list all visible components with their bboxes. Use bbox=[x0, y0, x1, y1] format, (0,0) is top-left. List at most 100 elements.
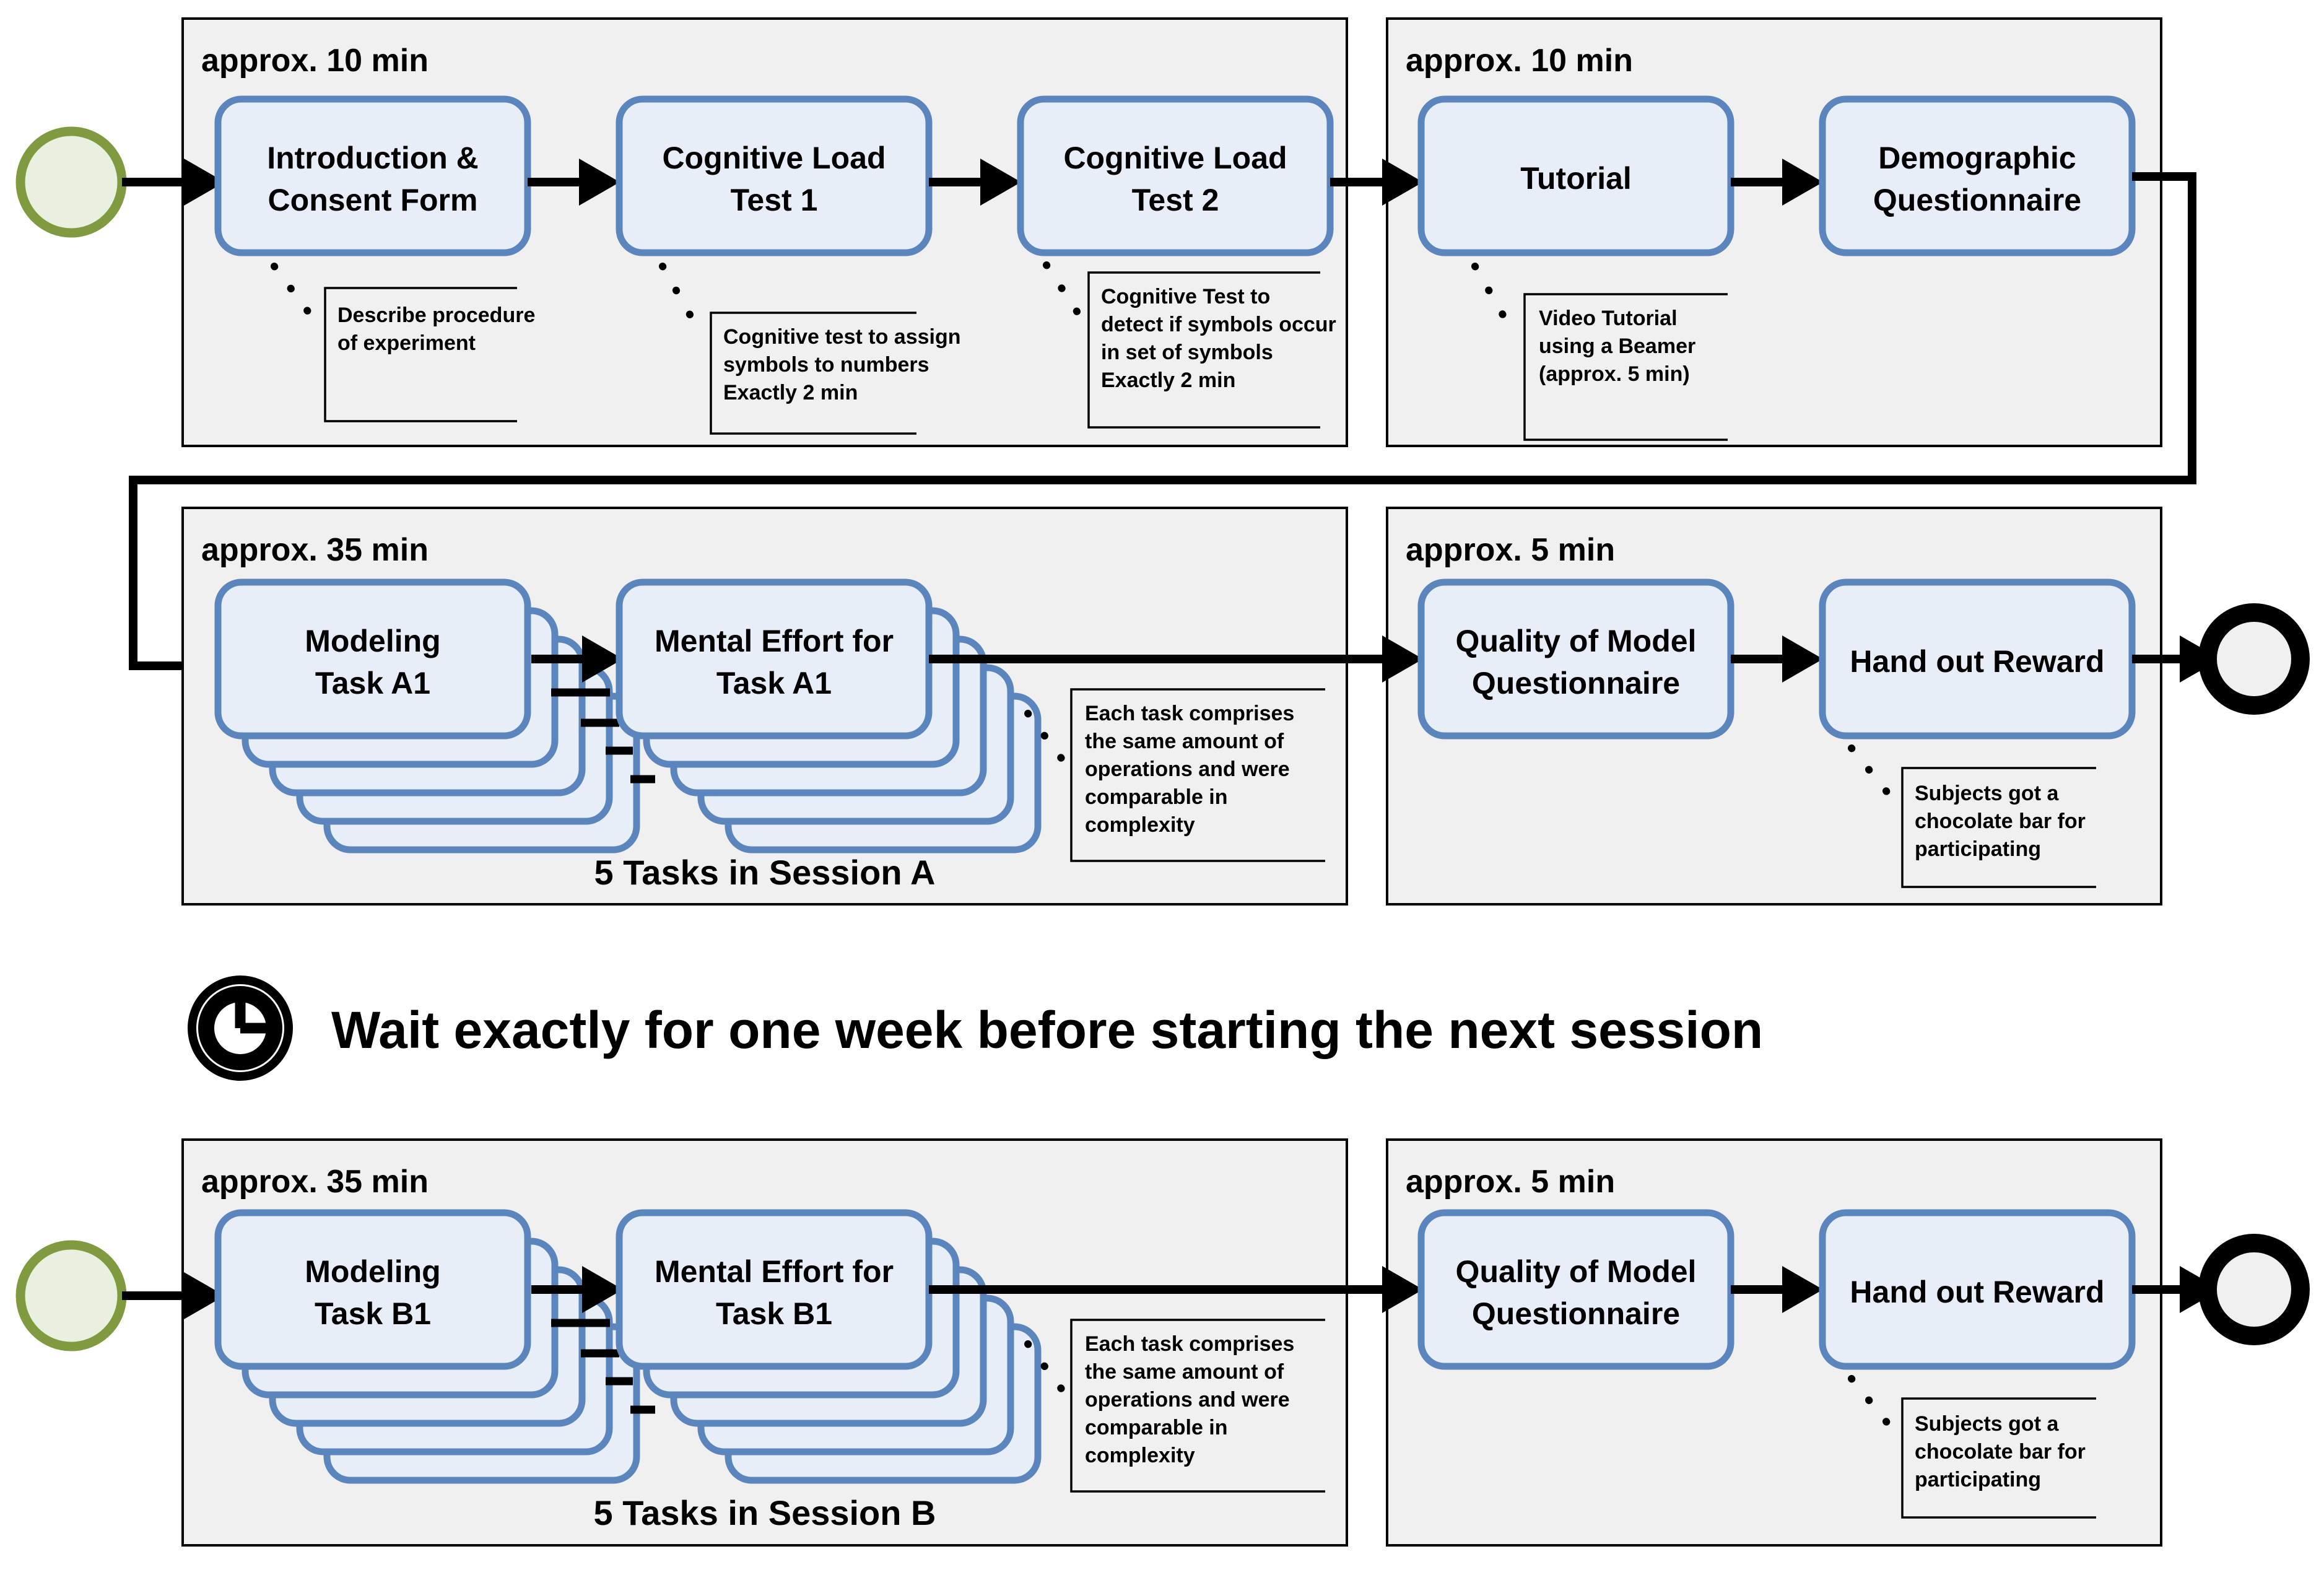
panel-4-duration-label: approx. 5 min bbox=[1406, 532, 1615, 568]
note-cog2-line-1: Cognitive Test to bbox=[1101, 285, 1270, 308]
modeling-a1-front[interactable] bbox=[214, 578, 531, 740]
task-modeling-b1-line1: Modeling bbox=[305, 1254, 440, 1289]
note-task-a-line-2: the same amount of bbox=[1085, 730, 1284, 753]
flow-tutorial-to-demographic bbox=[1731, 159, 1823, 206]
session-a-label: 5 Tasks in Session A bbox=[594, 853, 936, 892]
end-event-circle-b bbox=[2198, 1234, 2310, 1345]
task-cognitive1-rect[interactable] bbox=[616, 95, 933, 256]
quality-a-rect[interactable] bbox=[1417, 578, 1734, 740]
timer-clock-icon bbox=[188, 975, 293, 1081]
stack-connectors-session-a bbox=[531, 635, 655, 783]
end-event-circle-a bbox=[2198, 603, 2310, 715]
mental-b1-front[interactable] bbox=[616, 1209, 933, 1370]
flow-reward-a-to-end bbox=[2132, 635, 2221, 683]
task-mental-b1-line1: Mental Effort for bbox=[655, 1254, 894, 1289]
note-cognitive-load-test-2: Cognitive Test to detect if symbols occu… bbox=[1043, 261, 1336, 429]
task-introduction-line2: Consent Form bbox=[268, 183, 478, 217]
note-task-b-line-2: the same amount of bbox=[1085, 1360, 1284, 1384]
task-cognitive2-line1: Cognitive Load bbox=[1063, 141, 1287, 175]
task-demographic-questionnaire[interactable]: Demographic Questionnaire bbox=[1819, 95, 2136, 256]
note-task-b-line-3: operations and were bbox=[1085, 1388, 1290, 1412]
note-cog1-line-1: Cognitive test to assign bbox=[723, 325, 961, 349]
note-task-a-line-3: operations and were bbox=[1085, 757, 1290, 781]
task-quality-a-line1: Quality of Model bbox=[1456, 624, 1697, 658]
task-quality-of-model-a[interactable]: Quality of Model Questionnaire bbox=[1417, 578, 1734, 740]
flow-start-to-introduction bbox=[122, 159, 225, 206]
note-task-a-line-1: Each task comprises bbox=[1085, 702, 1294, 725]
panel-6-duration-label: approx. 5 min bbox=[1406, 1164, 1615, 1200]
note-cog2-line-2: detect if symbols occur bbox=[1101, 313, 1336, 336]
note-cog1-line-3: Exactly 2 min bbox=[723, 381, 858, 404]
task-modeling-a1-line1: Modeling bbox=[305, 624, 440, 658]
task-demographic-line2: Questionnaire bbox=[1873, 183, 2081, 217]
note-introduction: Describe procedure of experiment bbox=[271, 263, 535, 422]
mental-a1-front[interactable] bbox=[616, 578, 933, 740]
note-task-b-line-4: comparable in bbox=[1085, 1416, 1228, 1439]
note-reward-a-line-2: chocolate bar for bbox=[1915, 810, 2086, 833]
task-tutorial-rect[interactable] bbox=[1417, 95, 1734, 256]
flow-introduction-to-cognitive1 bbox=[528, 159, 620, 206]
task-stack-mental-effort-b1[interactable]: Mental Effort for Task B1 bbox=[616, 1209, 1042, 1484]
flow-reward-b-to-end bbox=[2132, 1266, 2221, 1313]
task-mental-a1-line2: Task A1 bbox=[716, 666, 832, 701]
note-reward-b: Subjects got a chocolate bar for partici… bbox=[1848, 1375, 2096, 1519]
flow-start-b-to-modeling-b1 bbox=[122, 1272, 225, 1319]
task-cognitive1-line2: Test 1 bbox=[731, 183, 818, 217]
task-cognitive2-rect[interactable] bbox=[1017, 95, 1334, 256]
end-event-session-a bbox=[2198, 603, 2310, 715]
task-quality-b-line1: Quality of Model bbox=[1456, 1254, 1697, 1289]
task-mental-a1-line1: Mental Effort for bbox=[655, 624, 894, 658]
task-hand-out-reward-a[interactable]: Hand out Reward bbox=[1819, 578, 2136, 740]
task-tutorial[interactable]: Tutorial bbox=[1417, 95, 1734, 256]
note-task-a-line-4: comparable in bbox=[1085, 785, 1228, 809]
note-task-comprises-a: Each task comprises the same amount of o… bbox=[1024, 688, 1325, 862]
start-event-session-b bbox=[15, 1240, 127, 1351]
task-cognitive-load-test-1[interactable]: Cognitive Load Test 1 bbox=[616, 95, 933, 256]
start-event-session-a bbox=[15, 126, 127, 238]
flow-mental-a1-to-quality-a bbox=[929, 635, 1423, 683]
flow-cognitive1-to-cognitive2 bbox=[929, 159, 1021, 206]
quality-b-rect[interactable] bbox=[1417, 1209, 1734, 1370]
note-tutorial-line-2: using a Beamer bbox=[1539, 334, 1695, 358]
task-stack-modeling-b1[interactable]: Modeling Task B1 bbox=[214, 1209, 640, 1484]
flow-mental-b1-to-quality-b bbox=[929, 1266, 1423, 1313]
flow-demographic-to-modeling-a1 bbox=[129, 172, 2196, 689]
note-cog1-line-2: symbols to numbers bbox=[723, 353, 929, 377]
task-cognitive2-line2: Test 2 bbox=[1132, 183, 1219, 217]
note-reward-b-line-2: chocolate bar for bbox=[1915, 1440, 2086, 1464]
note-reward-a-line-3: participating bbox=[1915, 837, 2041, 861]
modeling-b1-front[interactable] bbox=[214, 1209, 531, 1370]
task-demographic-rect[interactable] bbox=[1819, 95, 2136, 256]
panel-2-duration-label: approx. 10 min bbox=[1406, 43, 1633, 79]
task-introduction-rect[interactable] bbox=[214, 95, 531, 256]
note-task-a-line-5: complexity bbox=[1085, 813, 1195, 837]
flow-quality-a-to-reward-a bbox=[1731, 635, 1823, 683]
task-modeling-b1-line2: Task B1 bbox=[315, 1296, 431, 1331]
task-hand-out-reward-b[interactable]: Hand out Reward bbox=[1819, 1209, 2136, 1370]
task-stack-mental-effort-a1[interactable]: Mental Effort for Task A1 bbox=[616, 578, 1042, 853]
note-task-b-line-1: Each task comprises bbox=[1085, 1332, 1294, 1356]
note-cognitive-load-test-1: Cognitive test to assign symbols to numb… bbox=[659, 263, 961, 435]
task-mental-b1-line2: Task B1 bbox=[716, 1296, 832, 1331]
note-reward-a: Subjects got a chocolate bar for partici… bbox=[1848, 744, 2096, 888]
task-cognitive-load-test-2[interactable]: Cognitive Load Test 2 bbox=[1017, 95, 1334, 256]
end-event-session-b bbox=[2198, 1234, 2310, 1345]
start-event-circle bbox=[15, 126, 127, 238]
task-stack-modeling-a1[interactable]: Modeling Task A1 bbox=[214, 578, 640, 853]
panel-1-duration-label: approx. 10 min bbox=[201, 43, 429, 79]
note-cog2-line-3: in set of symbols bbox=[1101, 341, 1273, 364]
note-reward-a-line-1: Subjects got a bbox=[1915, 782, 2059, 805]
flow-quality-b-to-reward-b bbox=[1731, 1266, 1823, 1313]
panel-5-duration-label: approx. 35 min bbox=[201, 1164, 429, 1200]
task-introduction-consent[interactable]: Introduction & Consent Form bbox=[214, 95, 531, 256]
wait-banner-text: Wait exactly for one week before startin… bbox=[331, 1001, 1763, 1059]
task-quality-a-line2: Questionnaire bbox=[1472, 666, 1680, 701]
task-cognitive1-line1: Cognitive Load bbox=[662, 141, 886, 175]
wait-banner: Wait exactly for one week before startin… bbox=[188, 975, 1763, 1081]
task-modeling-a1-line2: Task A1 bbox=[315, 666, 430, 701]
task-quality-of-model-b[interactable]: Quality of Model Questionnaire bbox=[1417, 1209, 1734, 1370]
note-reward-b-line-1: Subjects got a bbox=[1915, 1412, 2059, 1436]
note-cog2-line-4: Exactly 2 min bbox=[1101, 369, 1235, 392]
note-introduction-line-1: Describe procedure bbox=[337, 303, 535, 327]
